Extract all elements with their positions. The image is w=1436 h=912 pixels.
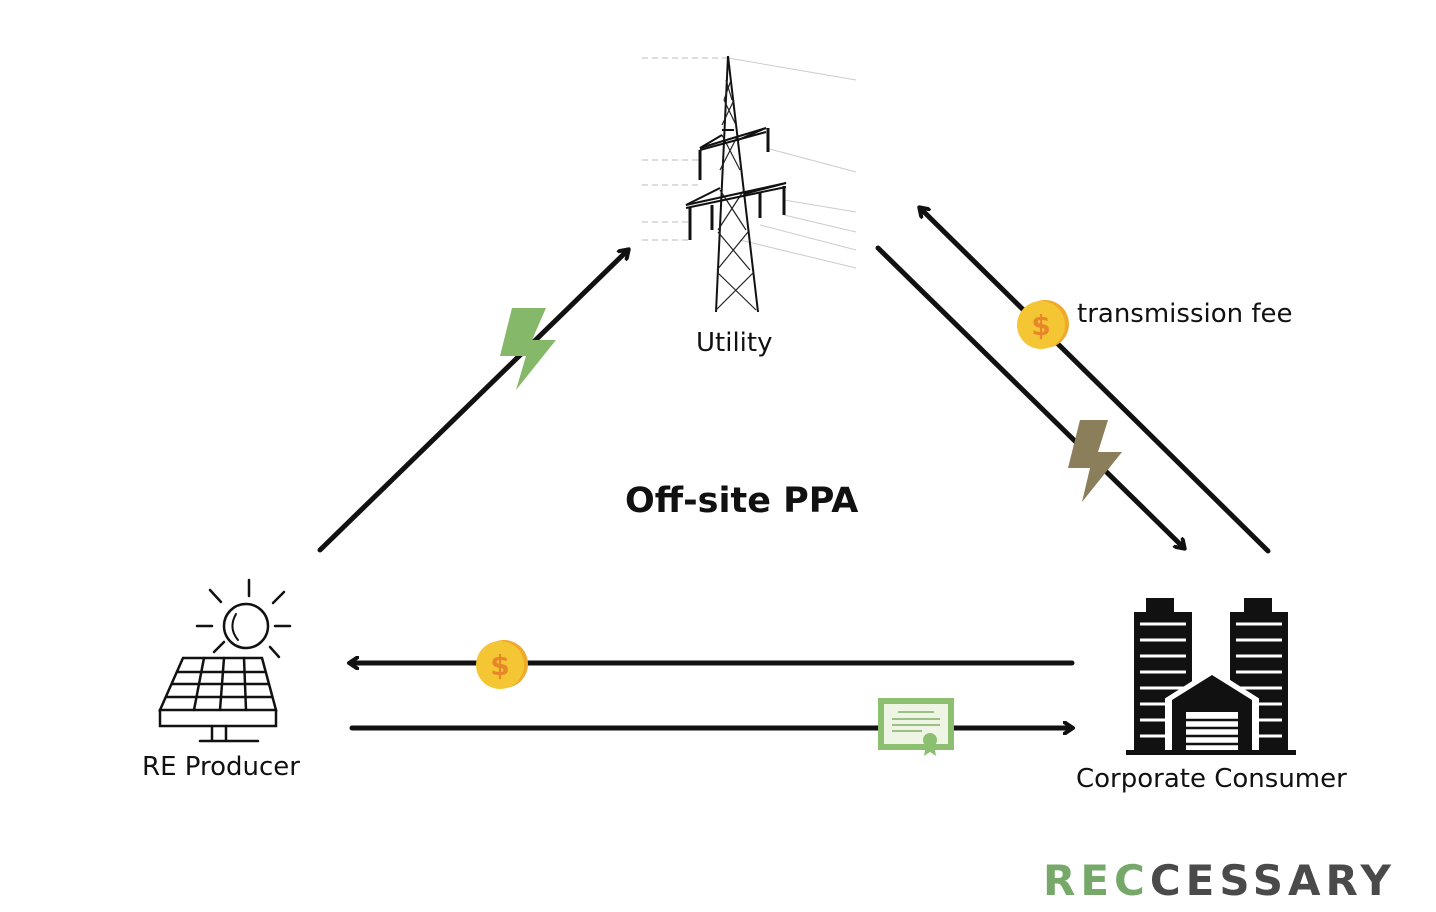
solar-panel-icon [158, 578, 292, 743]
svg-text:$: $ [1031, 309, 1050, 342]
utility-label: Utility [696, 328, 773, 358]
diagram-title: Off-site PPA [625, 481, 859, 521]
office-buildings-icon [1126, 598, 1296, 755]
lightning-icon [1068, 420, 1122, 502]
transmission-fee-label: transmission fee [1077, 299, 1293, 329]
logo-text-cessary: CESSARY [1149, 856, 1396, 905]
arrow-producer-to-utility [317, 250, 628, 553]
re-producer-label: RE Producer [142, 752, 300, 782]
reccessary-logo: RECCESSARY [1043, 860, 1396, 902]
arrow-consumer-to-utility [920, 208, 1271, 554]
certificate-icon [878, 698, 954, 756]
lightning-icon [500, 308, 556, 390]
corporate-consumer-label: Corporate Consumer [1076, 764, 1347, 794]
logo-text-rec: REC [1043, 856, 1150, 905]
coin-icon: $ [476, 640, 528, 689]
arrows [317, 208, 1271, 728]
transmission-tower-icon [642, 55, 857, 313]
arrow-utility-to-consumer [875, 245, 1184, 548]
coin-icon: $ [1017, 300, 1069, 349]
svg-text:$: $ [490, 649, 509, 682]
